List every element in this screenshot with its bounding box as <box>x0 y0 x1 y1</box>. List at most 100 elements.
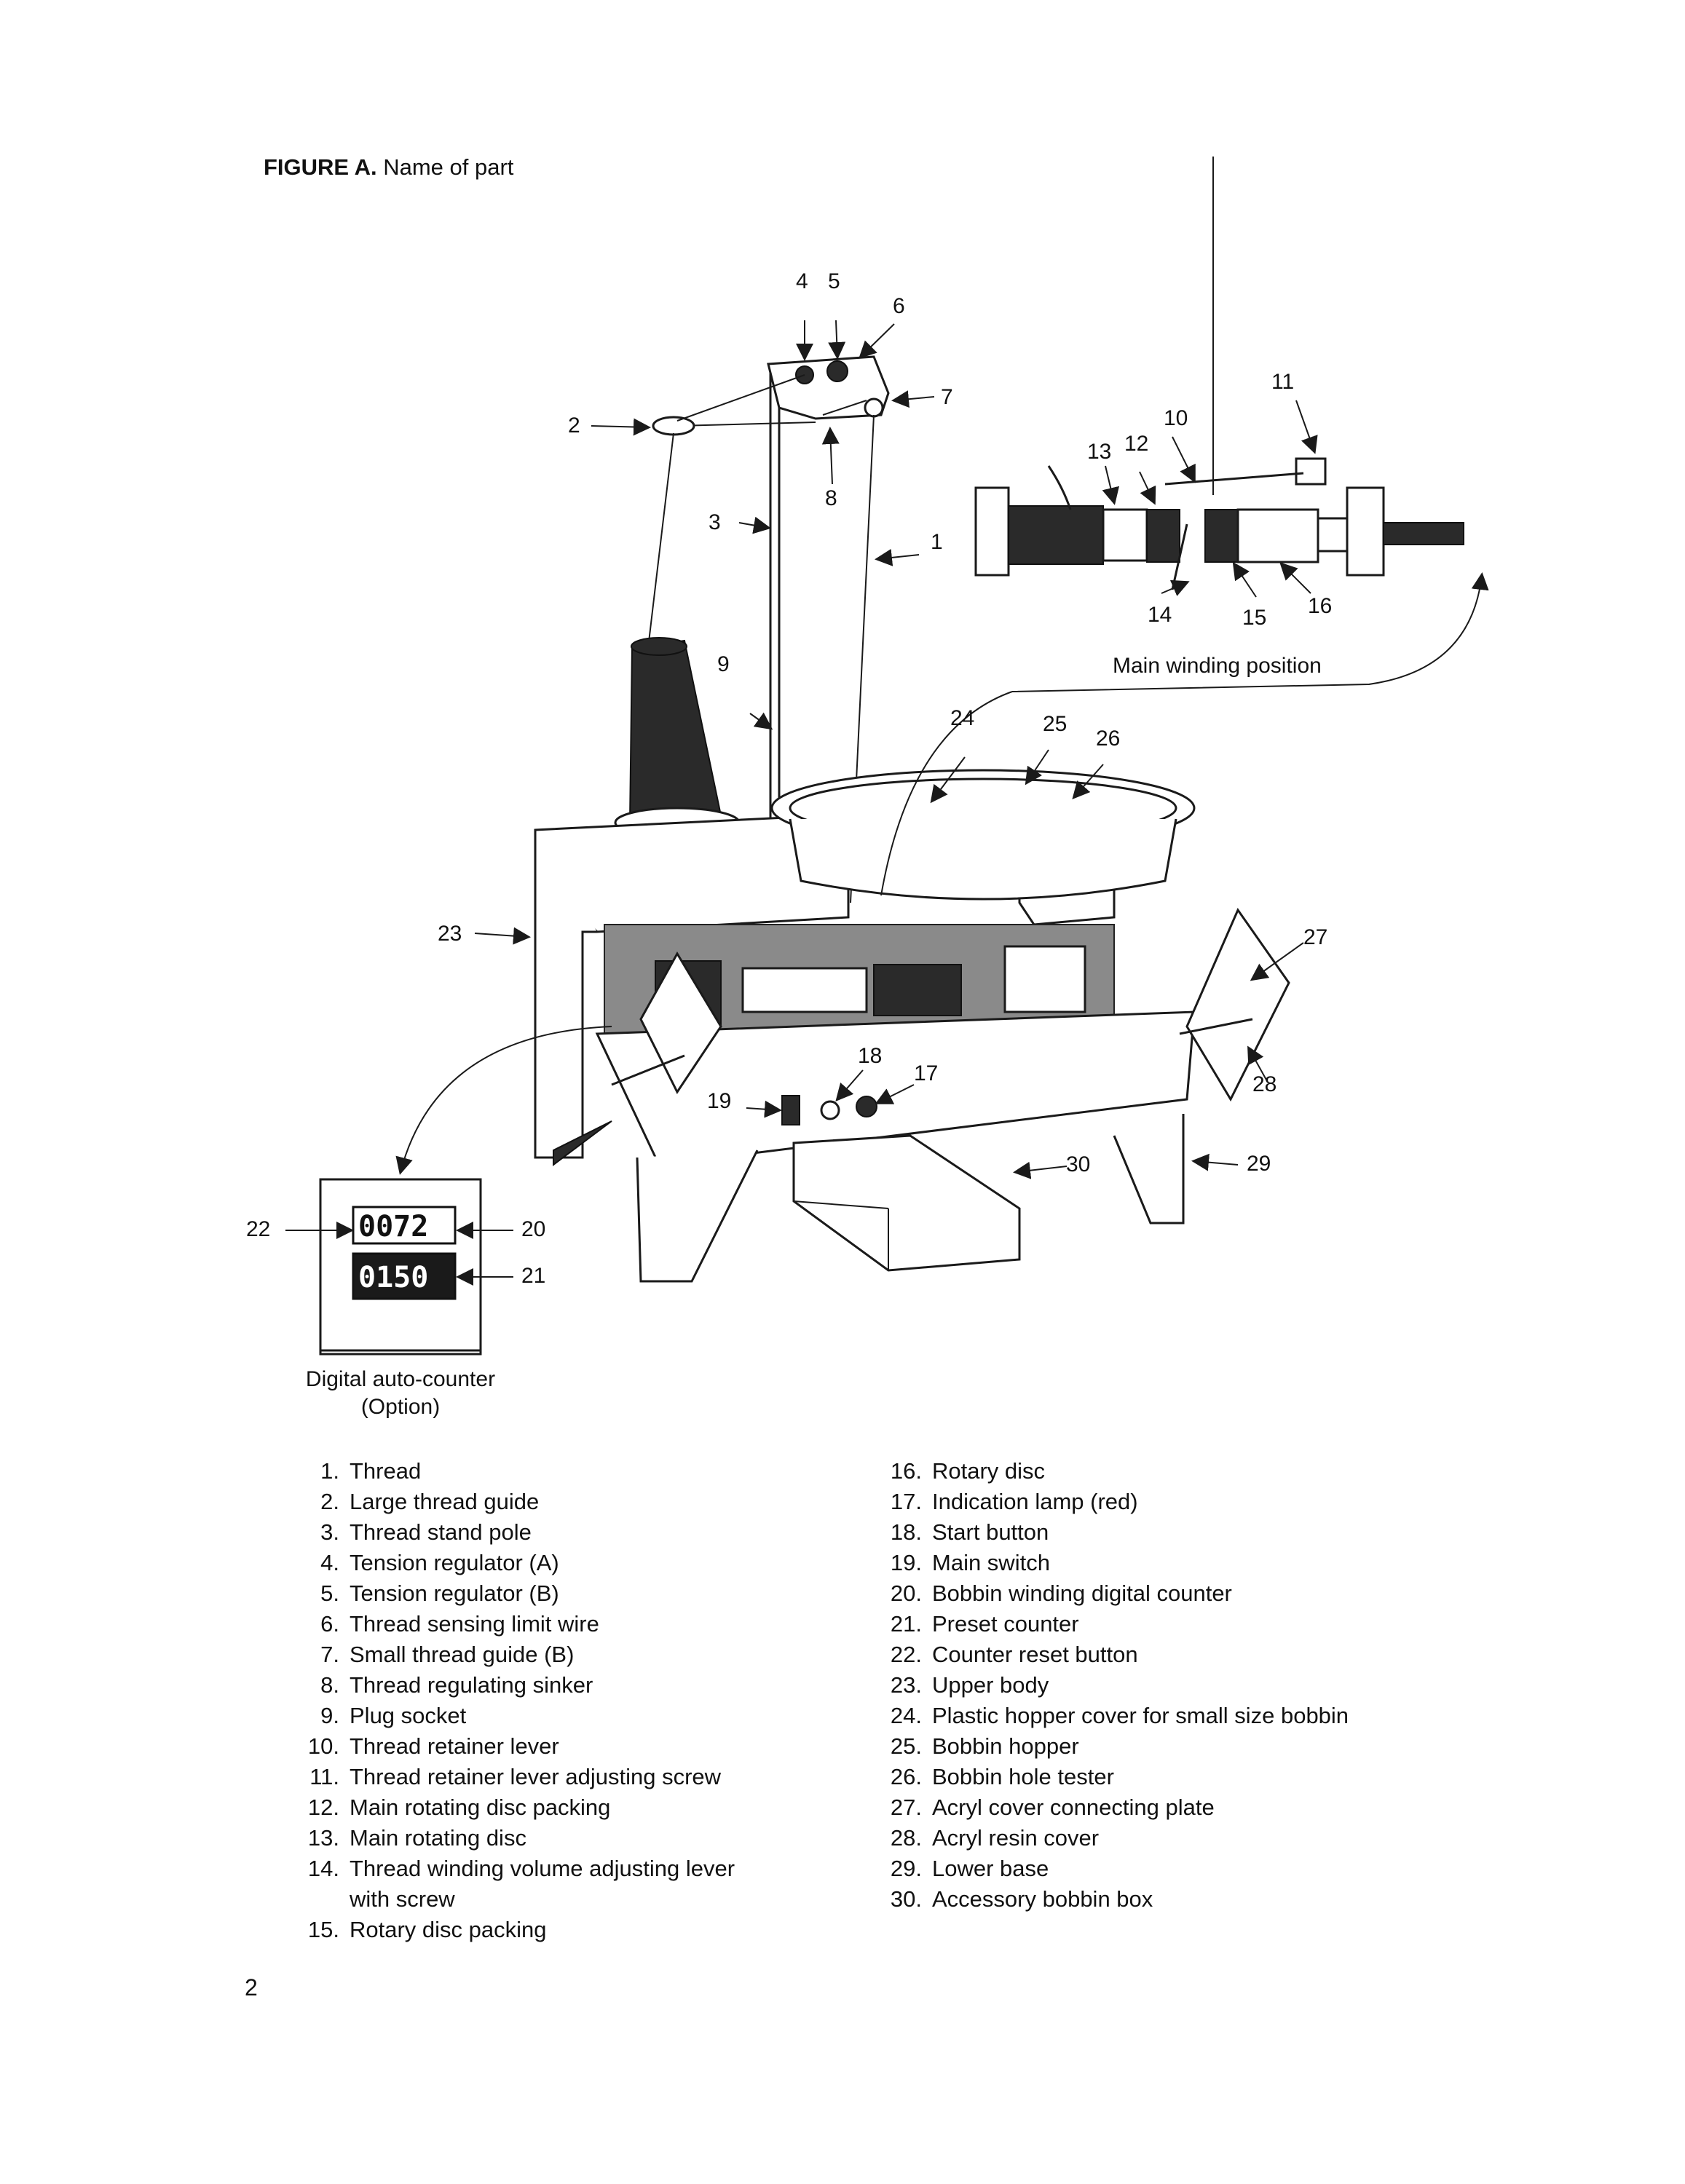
counter-top-digits: 0072 <box>358 1210 428 1243</box>
list-item-number: 5. <box>320 1580 339 1606</box>
list-item: 1.Thread <box>299 1456 735 1487</box>
callout-7: 7 <box>941 385 953 409</box>
list-item: 20.Bobbin winding digital counter <box>881 1578 1349 1609</box>
callout-11: 11 <box>1271 370 1295 394</box>
list-item-number: 20. <box>890 1580 922 1606</box>
shaft-housing <box>741 967 868 1013</box>
acryl-connecting-plate <box>1179 1018 1253 1035</box>
acryl-resin-cover <box>1185 907 1290 1102</box>
list-item-text: Accessory bobbin box <box>932 1886 1153 1912</box>
callout-30: 30 <box>1066 1152 1091 1176</box>
list-item: 19.Main switch <box>881 1548 1349 1578</box>
leader-2 <box>591 418 651 436</box>
page-number: 2 <box>245 1974 258 2001</box>
leader-18 <box>835 1069 864 1102</box>
hopper-bowl <box>789 818 1177 901</box>
counter-caption: Digital auto-counter (Option) <box>284 1366 517 1420</box>
leader-8 <box>821 427 840 485</box>
winding-end-plate-right <box>1346 486 1385 577</box>
list-item: 30.Accessory bobbin box <box>881 1884 1349 1915</box>
counter-caption-line1: Digital auto-counter <box>305 1367 496 1391</box>
callout-5: 5 <box>828 269 840 293</box>
list-item: 22. Counter reset button <box>881 1639 1349 1670</box>
callout-2: 2 <box>568 414 580 438</box>
list-item-number: 22. <box>890 1642 922 1667</box>
rotary-disc <box>1236 508 1319 563</box>
list-item: 28.Acryl resin cover <box>881 1823 1349 1853</box>
list-item-number: 18. <box>890 1519 922 1545</box>
list-item: 3.Thread stand pole <box>299 1517 735 1548</box>
list-item-number: 3. <box>320 1519 339 1545</box>
list-item: 7.Small thread guide (B) <box>299 1639 735 1670</box>
list-item-number: 7. <box>320 1642 339 1667</box>
list-item: 21.Preset counter <box>881 1609 1349 1639</box>
list-item: 29.Lower base <box>881 1853 1349 1884</box>
rear-bracket <box>1003 945 1086 1013</box>
list-item: 2. Large thread guide <box>299 1487 735 1517</box>
main-winding-position-caption: Main winding position <box>1113 654 1322 678</box>
callout-6: 6 <box>893 294 905 318</box>
leader-29 <box>1191 1153 1239 1171</box>
list-item-text: Indication lamp (red) <box>932 1489 1138 1514</box>
callout-3: 3 <box>709 510 721 534</box>
thread-cone <box>628 639 722 824</box>
preset-counter <box>352 1252 457 1300</box>
callout-25: 25 <box>1043 712 1068 736</box>
leader-19 <box>746 1100 782 1118</box>
leader-1 <box>875 548 920 566</box>
box-edge <box>793 1200 889 1209</box>
callout-26: 26 <box>1096 727 1121 751</box>
large-thread-guide <box>652 416 695 436</box>
list-item-text: Thread winding volume adjusting lever <box>350 1856 735 1881</box>
list-item-text: Large thread guide <box>350 1489 540 1514</box>
leader-15 <box>1232 561 1257 598</box>
list-item-number <box>299 1884 350 1915</box>
list-item: 5.Tension regulator (B) <box>299 1578 735 1609</box>
main-switch <box>781 1095 800 1125</box>
list-item: 8.Thread regulating sinker <box>299 1670 735 1701</box>
callout-14: 14 <box>1148 603 1172 627</box>
list-item-text: Bobbin hopper <box>932 1733 1079 1759</box>
list-item-text: Acryl cover connecting plate <box>932 1795 1215 1820</box>
leader-11 <box>1295 400 1318 454</box>
lower-base-right-leg <box>1113 1114 1185 1224</box>
callout-24: 24 <box>950 706 975 730</box>
list-item-number: 4. <box>320 1550 339 1575</box>
list-item-text: Tension regulator (A) <box>350 1550 559 1575</box>
list-item-number: 19. <box>890 1550 922 1575</box>
callout-9: 9 <box>717 652 730 676</box>
thread-line-2 <box>676 374 805 422</box>
callout-18: 18 <box>858 1044 883 1068</box>
leader-23 <box>474 927 531 945</box>
list-item-number: 27. <box>890 1795 922 1820</box>
counter-arrow <box>395 1026 612 1175</box>
leader-13 <box>1102 465 1120 505</box>
list-item-number: 2. <box>320 1489 339 1514</box>
list-item: 18.Start button <box>881 1517 1349 1548</box>
main-rotating-disc-packing <box>1146 509 1180 563</box>
list-item-text: Preset counter <box>932 1611 1079 1637</box>
callout-15: 15 <box>1242 606 1267 630</box>
leader-30 <box>1013 1161 1068 1179</box>
list-item-text: Thread retainer lever adjusting screw <box>350 1764 722 1789</box>
callout-12: 12 <box>1124 432 1149 456</box>
list-item: 23.Upper body <box>881 1670 1349 1701</box>
list-item-text: Counter reset button <box>932 1642 1138 1667</box>
list-item: 9.Plug socket <box>299 1701 735 1731</box>
rotary-disc-packing <box>1204 509 1239 563</box>
list-item: 15.Rotary disc packing <box>299 1915 735 1945</box>
list-item: with screw <box>299 1884 735 1915</box>
list-item: 25. Bobbin hopper <box>881 1731 1349 1762</box>
callout-10: 10 <box>1164 406 1188 430</box>
callout-20: 20 <box>521 1217 546 1241</box>
list-item-text: Thread retainer lever <box>350 1733 559 1759</box>
list-item-number: 25. <box>890 1733 922 1759</box>
winding-volume-lever <box>1171 523 1188 590</box>
list-item-number: 1. <box>320 1458 339 1484</box>
list-item-text: Plastic hopper cover for small size bobb… <box>932 1703 1349 1728</box>
list-item: 12.Main rotating disc packing <box>299 1792 735 1823</box>
figure-title-text: Name of part <box>383 154 514 180</box>
list-item-text: Main rotating disc <box>350 1825 526 1851</box>
acryl-left-cover <box>639 951 722 1094</box>
